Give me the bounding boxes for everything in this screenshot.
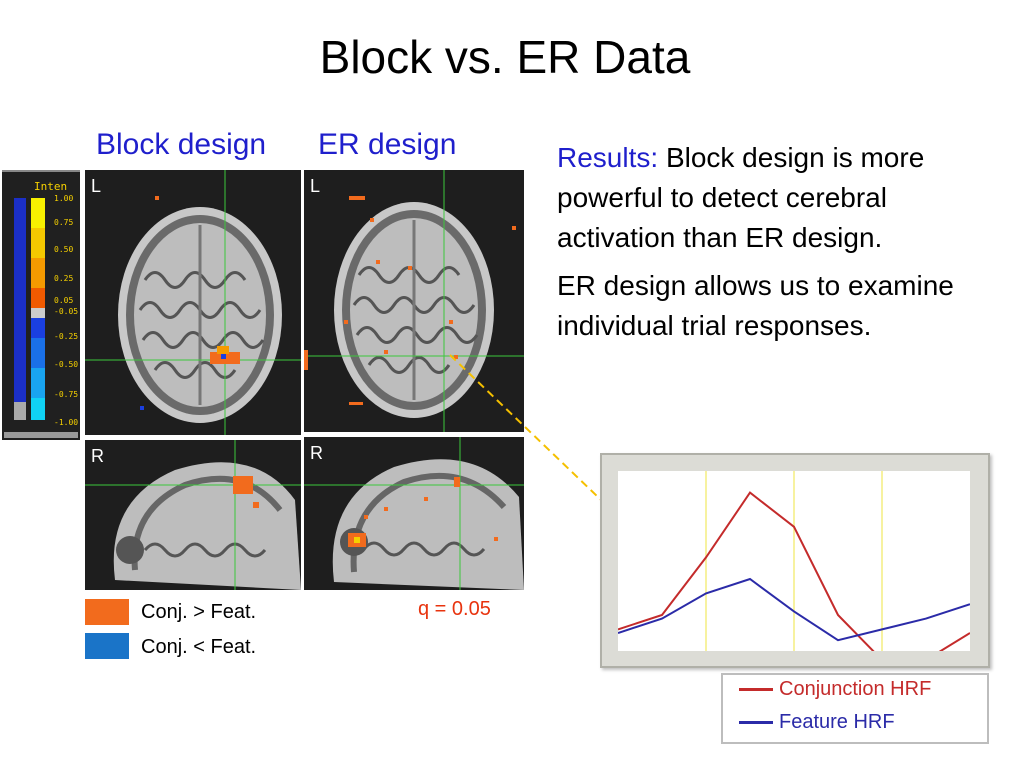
- block-sagittal-image: [85, 440, 301, 590]
- intensity-colorbar: Inten 1.00 0.75 0.50 0.25 0.05 -0.05 -0.…: [2, 170, 80, 440]
- er-axial-image: [304, 170, 524, 432]
- colorbar-tick: -0.75: [54, 390, 79, 399]
- colorbar-graphic: [2, 170, 80, 438]
- er-axial-scan: L: [304, 170, 524, 432]
- er-design-heading: ER design: [318, 128, 457, 161]
- legend-label-feature: Feature HRF: [779, 711, 895, 733]
- hrf-chart: [618, 471, 970, 651]
- colorbar-tick: 0.50: [54, 245, 74, 254]
- er-sagittal-image: [304, 437, 524, 590]
- colorbar-tick: -0.05: [54, 307, 79, 316]
- hrf-legend: Conjunction HRF Feature HRF: [721, 673, 989, 744]
- conj-gt-swatch: [85, 599, 129, 625]
- block-axial-label: L: [91, 176, 102, 196]
- hrf-chart-frame: [600, 453, 990, 668]
- block-design-heading: Block design: [96, 128, 267, 161]
- legend-item-conjunction: Conjunction HRF: [739, 678, 931, 701]
- er-sagittal-label: R: [310, 443, 323, 463]
- slide-title: Block vs. ER Data: [319, 31, 691, 83]
- legend-item-feature: Feature HRF: [739, 711, 895, 734]
- series-line-1: [618, 577, 970, 642]
- block-axial-scan: L: [85, 170, 301, 435]
- colorbar-tick: 0.05: [54, 296, 74, 305]
- colorbar-tick: -0.25: [54, 332, 79, 341]
- colorbar-tick: 0.75: [54, 218, 74, 227]
- er-sagittal-scan: R: [304, 437, 524, 590]
- results-label: Results:: [557, 142, 659, 173]
- pointer-arrow: [449, 354, 620, 520]
- conj-lt-swatch: [85, 633, 129, 659]
- results-text: Results: Block design is more powerful t…: [557, 138, 997, 354]
- conj-gt-label: Conj. > Feat.: [141, 601, 257, 623]
- series-line-0: [618, 491, 970, 651]
- colorbar-tick: 1.00: [54, 194, 74, 203]
- colorbar-tick: -0.50: [54, 360, 79, 369]
- er-axial-label: L: [310, 176, 321, 196]
- block-axial-image: [85, 170, 301, 435]
- colorbar-tick: 0.25: [54, 274, 74, 283]
- block-sagittal-scan: R: [85, 440, 301, 590]
- conj-lt-label: Conj. < Feat.: [141, 636, 257, 658]
- colorbar-tick: -1.00: [54, 418, 79, 427]
- legend-label-conjunction: Conjunction HRF: [779, 678, 932, 700]
- legend-line-conjunction: [739, 688, 773, 692]
- colorbar-title: Inten: [34, 180, 68, 193]
- results-text-1: Block design is more powerful to detect …: [557, 142, 925, 253]
- q-value: q = 0.05: [418, 598, 491, 620]
- legend-line-feature: [739, 721, 773, 725]
- results-text-2: ER design allows us to examine individua…: [557, 270, 954, 341]
- block-sagittal-label: R: [91, 446, 104, 466]
